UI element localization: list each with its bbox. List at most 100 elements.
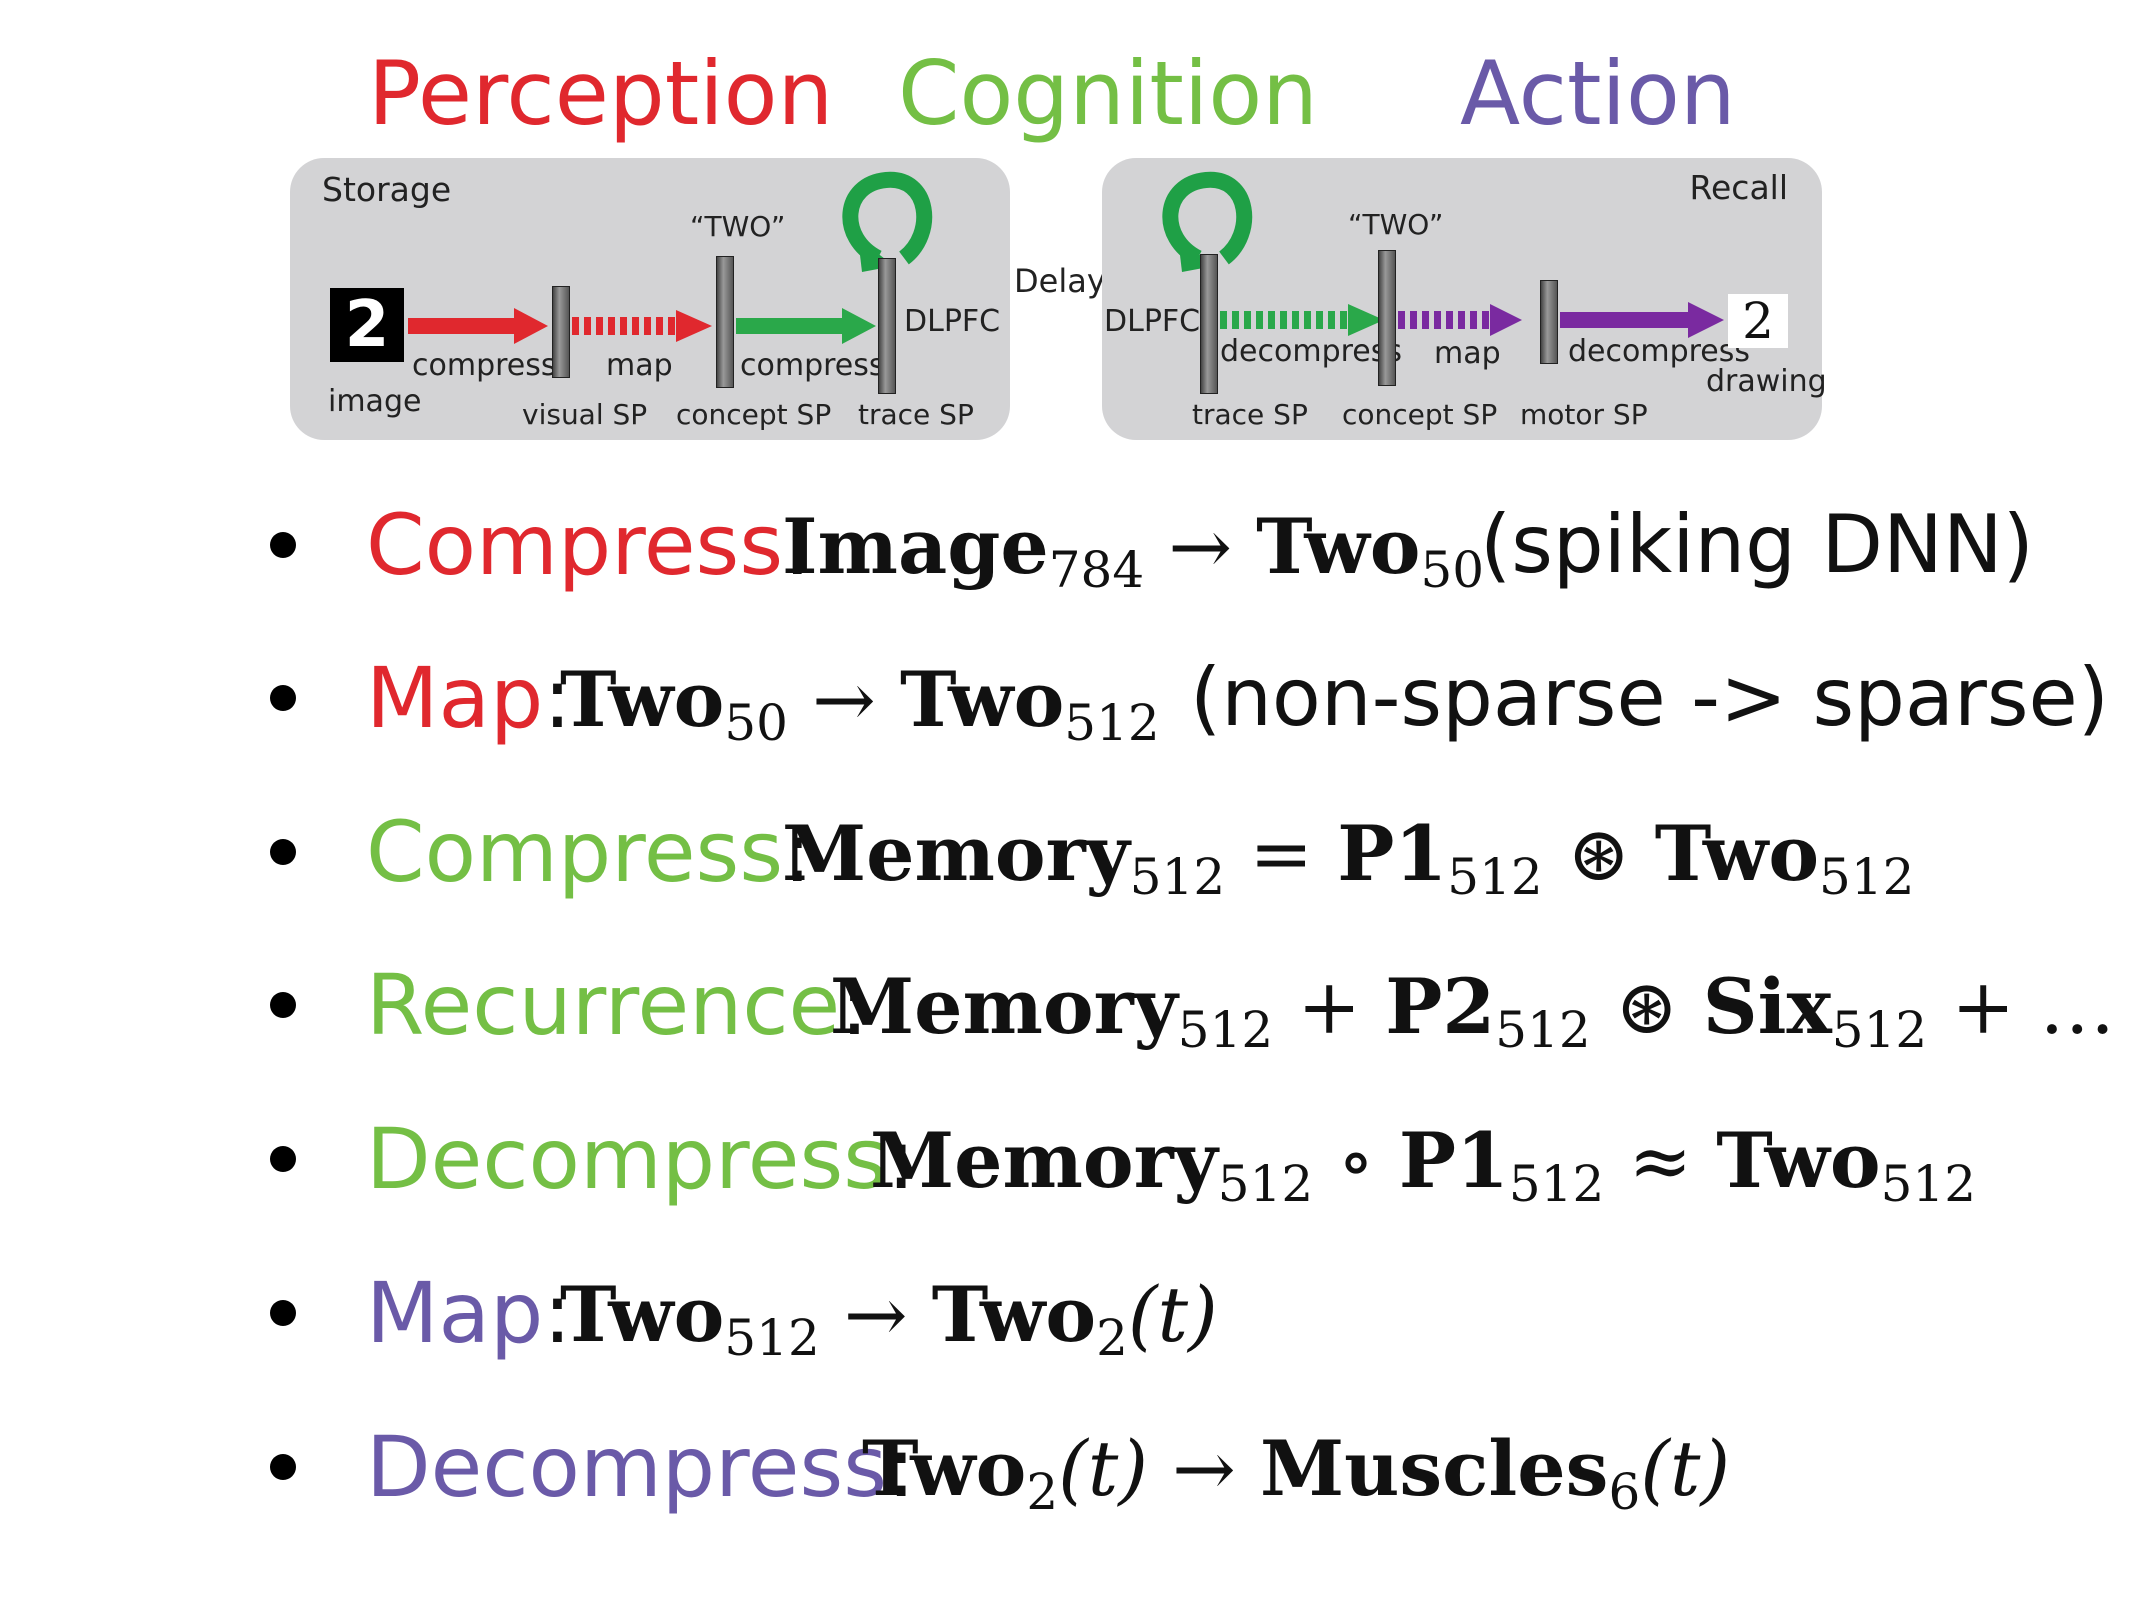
- formula-operator: →: [787, 655, 900, 744]
- compress-arrow-green: [736, 308, 876, 344]
- bullet-dot: [270, 1300, 296, 1326]
- bullet-note: (spiking DNN): [1480, 498, 2034, 591]
- bullet-dot: [270, 685, 296, 711]
- formula-symbol: Two: [862, 1424, 1027, 1513]
- bullet-item: Decompress: Two2(t) → Muscles6(t): [270, 1412, 2134, 1532]
- trace-sp-bar-1: [878, 258, 896, 394]
- bullet-term-word: Map: [366, 1264, 544, 1362]
- bullet-dot: [270, 532, 296, 558]
- formula-symbol: Two: [899, 655, 1065, 744]
- map-label-1: map: [606, 348, 673, 383]
- bullet-term-sep: :: [886, 1418, 916, 1516]
- formula-tail: + …: [1927, 962, 2116, 1051]
- formula-subscript: 512: [724, 1309, 820, 1367]
- concept-sp-bar-1: [716, 256, 734, 388]
- formula-symbol: Image: [782, 502, 1049, 591]
- formula-subscript: 6: [1608, 1463, 1641, 1521]
- bullet-term-word: Map: [366, 649, 544, 747]
- bullet-formula: Two2(t) → Muscles6(t): [862, 1414, 1730, 1547]
- bullet-term: Decompress:: [366, 1412, 915, 1522]
- formula-symbol: P1: [1398, 1116, 1509, 1205]
- dlpfc-label-1: DLPFC: [904, 304, 1001, 339]
- storage-panel: Storage 2 image compress map “TWO” compr…: [290, 158, 1010, 440]
- bullet-term-sep: :: [886, 1110, 916, 1208]
- formula-symbol: Two: [1654, 809, 1820, 898]
- bullet-note: (non-sparse -> sparse): [1190, 651, 2109, 744]
- bullet-formula: Two512 → Two2(t): [560, 1260, 1218, 1393]
- recall-label: Recall: [1689, 168, 1788, 207]
- bullet-item: Compress: Memory512 = P1512 ⊛ Two512: [270, 797, 2134, 917]
- motor-sp-label: motor SP: [1520, 398, 1648, 431]
- formula-symbol: Six: [1702, 962, 1832, 1051]
- formula-symbol: Two: [931, 1270, 1097, 1359]
- trace-sp-label-1: trace SP: [858, 398, 974, 431]
- formula-subscript: 512: [1447, 848, 1543, 906]
- bullet-dot: [270, 1454, 296, 1480]
- formula-argument: (t): [1640, 1424, 1731, 1513]
- formula-argument: (t): [1058, 1424, 1148, 1513]
- formula-symbol: Memory: [782, 809, 1130, 898]
- two-label-2: “TWO”: [1348, 208, 1444, 241]
- bullet-term: Compress:: [366, 797, 811, 907]
- formula-operator: ⊛: [1590, 962, 1703, 1051]
- formula-operator: =: [1225, 809, 1338, 898]
- bullet-dot: [270, 992, 296, 1018]
- decompress-arrow-purple: [1560, 302, 1724, 338]
- formula-symbol: Two: [1716, 1116, 1881, 1205]
- formula-subscript: 512: [1217, 1155, 1314, 1213]
- formula-subscript: 512: [1880, 1155, 1977, 1213]
- trace-sp-label-2: trace SP: [1192, 398, 1308, 431]
- trace-sp-bar-2: [1200, 254, 1218, 394]
- header-cognition: Cognition: [898, 42, 1318, 145]
- formula-symbol: Two: [560, 1270, 725, 1359]
- formula-subscript: 512: [1831, 1001, 1928, 1059]
- formula-symbol: P2: [1385, 962, 1496, 1051]
- visual-sp-label: visual SP: [522, 398, 648, 431]
- concept-sp-label-2: concept SP: [1342, 398, 1498, 431]
- formula-subscript: 512: [1064, 694, 1160, 752]
- bullet-term-sep: :: [543, 1264, 572, 1362]
- map-arrow-red-dashed: [572, 310, 712, 342]
- formula-subscript: 512: [1508, 1155, 1605, 1213]
- bullet-term-word: Recurrence: [366, 956, 841, 1054]
- bullet-term: Compress:: [366, 490, 811, 600]
- bullet-formula: Memory512 = P1512 ⊛ Two512: [782, 799, 1914, 932]
- formula-symbol: Memory: [870, 1116, 1218, 1205]
- header-perception: Perception: [368, 42, 834, 145]
- formula-operator: ⊛: [1542, 809, 1655, 898]
- bullet-term-sep: :: [783, 496, 812, 594]
- bullet-term-word: Decompress: [366, 1418, 887, 1516]
- formula-subscript: 50: [724, 694, 788, 752]
- recall-panel: Recall DLPFC decompress “TWO” map decomp…: [1102, 158, 1827, 440]
- output-drawing-glyph: 2: [1742, 292, 1774, 350]
- storage-label: Storage: [322, 170, 452, 209]
- bullet-term: Map:: [366, 643, 572, 753]
- input-digit-image: 2: [330, 288, 404, 362]
- bullet-formula: Memory512 + P2512 ⊛ Six512 + …: [830, 952, 2115, 1085]
- bullet-item: Decompress: Memory512 ∘ P1512 ≈ Two512: [270, 1104, 2134, 1224]
- two-label-1: “TWO”: [690, 210, 786, 243]
- bullet-term-sep: :: [783, 803, 812, 901]
- formula-subscript: 512: [1819, 848, 1915, 906]
- formula-subscript: 512: [1129, 848, 1226, 906]
- compress-label-2: compress: [740, 348, 885, 383]
- formula-subscript: 50: [1420, 541, 1485, 599]
- map-arrow-purple-dashed: [1398, 304, 1522, 336]
- decompress-label-2: decompress: [1568, 334, 1751, 369]
- motor-sp-bar: [1540, 280, 1558, 364]
- bullet-dot: [270, 1146, 296, 1172]
- formula-operator: →: [1144, 502, 1257, 591]
- bullet-item: Recurrence: Memory512 + P2512 ⊛ Six512 +…: [270, 950, 2134, 1070]
- bullet-item: Map: Two512 → Two2(t): [270, 1258, 2134, 1378]
- bullet-term-word: Decompress: [366, 1110, 887, 1208]
- bullet-dot: [270, 839, 296, 865]
- bullet-formula: Image784 → Two50: [782, 492, 1484, 625]
- bullet-term-word: Compress: [366, 803, 784, 901]
- formula-subscript: 512: [1495, 1001, 1591, 1059]
- formula-symbol: Two: [560, 655, 725, 744]
- bullet-item: Compress: Image784 → Two50(spiking DNN): [270, 490, 2134, 610]
- concept-sp-bar-2: [1378, 250, 1396, 386]
- bullet-formula: Two50 → Two512: [560, 645, 1160, 778]
- decompress-arrow-green-dashed: [1220, 304, 1384, 336]
- formula-subscript: 512: [1177, 1001, 1274, 1059]
